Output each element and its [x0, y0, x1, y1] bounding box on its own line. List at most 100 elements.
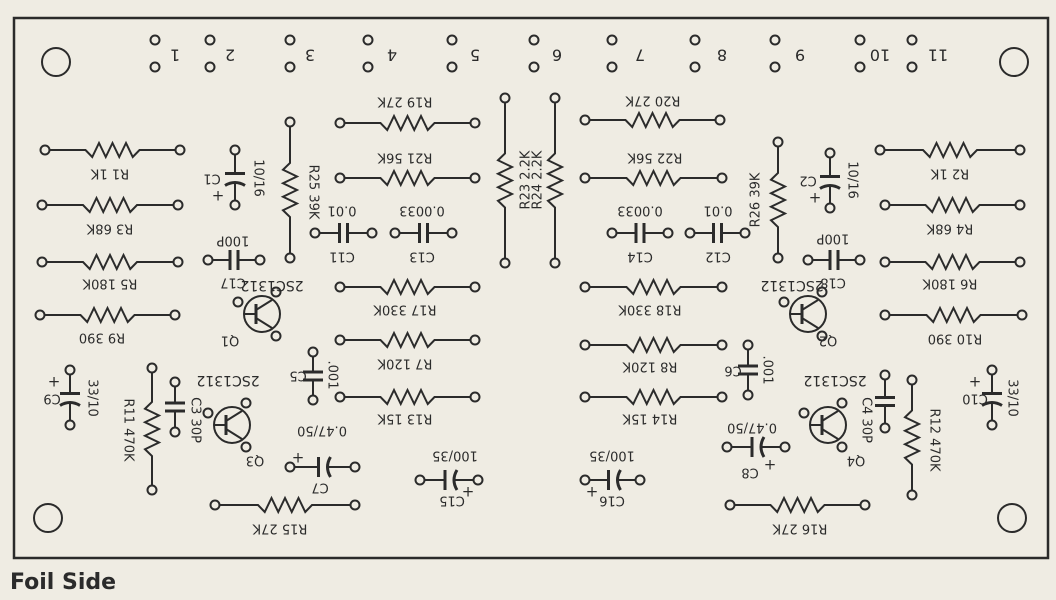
capacitor-label: C16: [599, 493, 625, 508]
resistor-body: [340, 168, 475, 188]
mounting-hole-top-right: [999, 47, 1029, 77]
resistor-body: [585, 110, 720, 130]
mounting-hole-bottom-right: [997, 503, 1027, 533]
solder-pad: [284, 61, 296, 73]
capacitor-plate-curved: [452, 469, 459, 491]
solder-pad: [39, 144, 51, 156]
capacitor-c4: C4 30P: [859, 369, 895, 443]
terminal-number: 9: [795, 46, 805, 65]
transistor-label: Q3: [246, 453, 265, 468]
polarity-plus: +: [809, 189, 822, 207]
solder-pad: [469, 117, 481, 129]
solder-pad: [772, 136, 784, 148]
solder-pad: [334, 117, 346, 129]
resistor-r16: R16 27K: [724, 495, 871, 536]
capacitor-plate-curved: [326, 456, 332, 478]
solder-pad: [446, 34, 458, 46]
solder-pad: [906, 489, 918, 501]
board-outline: [12, 16, 1050, 560]
terminal-number: 7: [635, 46, 645, 65]
solder-pad: [879, 422, 891, 434]
solder-pad: [209, 499, 221, 511]
polarity-plus: +: [462, 483, 475, 501]
solder-pad: [270, 286, 282, 298]
capacitor-value: 33/10: [1005, 379, 1020, 416]
resistor-label: R8 120K: [622, 359, 677, 374]
solder-pad: [334, 334, 346, 346]
resistor-body: [340, 113, 475, 133]
capacitor-label: C6: [724, 363, 741, 378]
solder-pad: [689, 34, 701, 46]
resistor-label: R5 180K: [82, 276, 137, 291]
polarity-plus: +: [292, 449, 305, 467]
terminal-number: 11: [928, 46, 948, 65]
solder-pad: [802, 254, 814, 266]
transistor-label: Q4: [847, 453, 866, 468]
transistor-collector: [821, 410, 839, 422]
terminal-6: 6: [528, 34, 562, 73]
solder-pad: [254, 254, 266, 266]
resistor-r20: R20 27K: [579, 93, 726, 130]
capacitor-plate-curved: [59, 401, 81, 407]
solder-pad: [232, 296, 244, 308]
resistor-r24: R24 2.2K: [531, 92, 565, 269]
solder-pad: [874, 144, 886, 156]
polarity-plus: +: [764, 456, 777, 474]
solder-pad: [284, 116, 296, 128]
resistor-body: [340, 330, 475, 350]
capacitor-c6: C6.001: [724, 339, 775, 401]
mounting-hole-top-left: [41, 47, 71, 77]
transistor-part-number: 2SC1312: [803, 372, 866, 388]
solder-pad: [169, 426, 181, 438]
solder-pad: [549, 92, 561, 104]
solder-pad: [716, 281, 728, 293]
solder-pad: [334, 281, 346, 293]
resistor-label: R21 56K: [377, 150, 432, 165]
terminal-number: 3: [305, 46, 315, 65]
resistor-label: R25 39K: [306, 165, 321, 220]
terminal-number: 2: [225, 46, 235, 65]
resistor-r23: R23 2.2K: [495, 92, 534, 269]
solder-pad: [469, 334, 481, 346]
solder-pad: [146, 484, 158, 496]
solder-pad: [414, 474, 426, 486]
solder-pad: [446, 227, 458, 239]
solder-pad: [499, 257, 511, 269]
resistor-label: R4 68K: [926, 221, 973, 236]
solder-pad: [549, 257, 561, 269]
solder-pad: [1014, 144, 1026, 156]
solder-pad: [528, 34, 540, 46]
terminal-10: 10: [854, 34, 890, 73]
capacitor-label: C10: [962, 391, 988, 406]
solder-pad: [469, 391, 481, 403]
resistor-r26: R26 39K: [749, 136, 788, 264]
solder-pad: [307, 394, 319, 406]
capacitor-c3: C3 30P: [165, 376, 203, 443]
solder-pad: [469, 281, 481, 293]
solder-pad: [528, 61, 540, 73]
solder-pad: [334, 172, 346, 184]
capacitor-label: C11: [329, 249, 355, 264]
solder-pad: [334, 391, 346, 403]
terminal-number: 10: [870, 46, 890, 65]
transistor-emitter: [255, 317, 273, 329]
terminal-number: 1: [170, 46, 180, 65]
capacitor-label: C13: [409, 249, 435, 264]
solder-pad: [349, 499, 361, 511]
solder-pad: [270, 330, 282, 342]
capacitor-value: 100/35: [589, 448, 635, 463]
transistor-collector: [225, 410, 243, 422]
solder-pad: [149, 34, 161, 46]
capacitor-value: 100P: [217, 233, 250, 248]
terminal-8: 8: [689, 34, 727, 73]
transistor-part-number: 2SC1312: [760, 277, 823, 293]
solder-pad: [579, 114, 591, 126]
capacitor-label: C4 30P: [859, 397, 874, 443]
